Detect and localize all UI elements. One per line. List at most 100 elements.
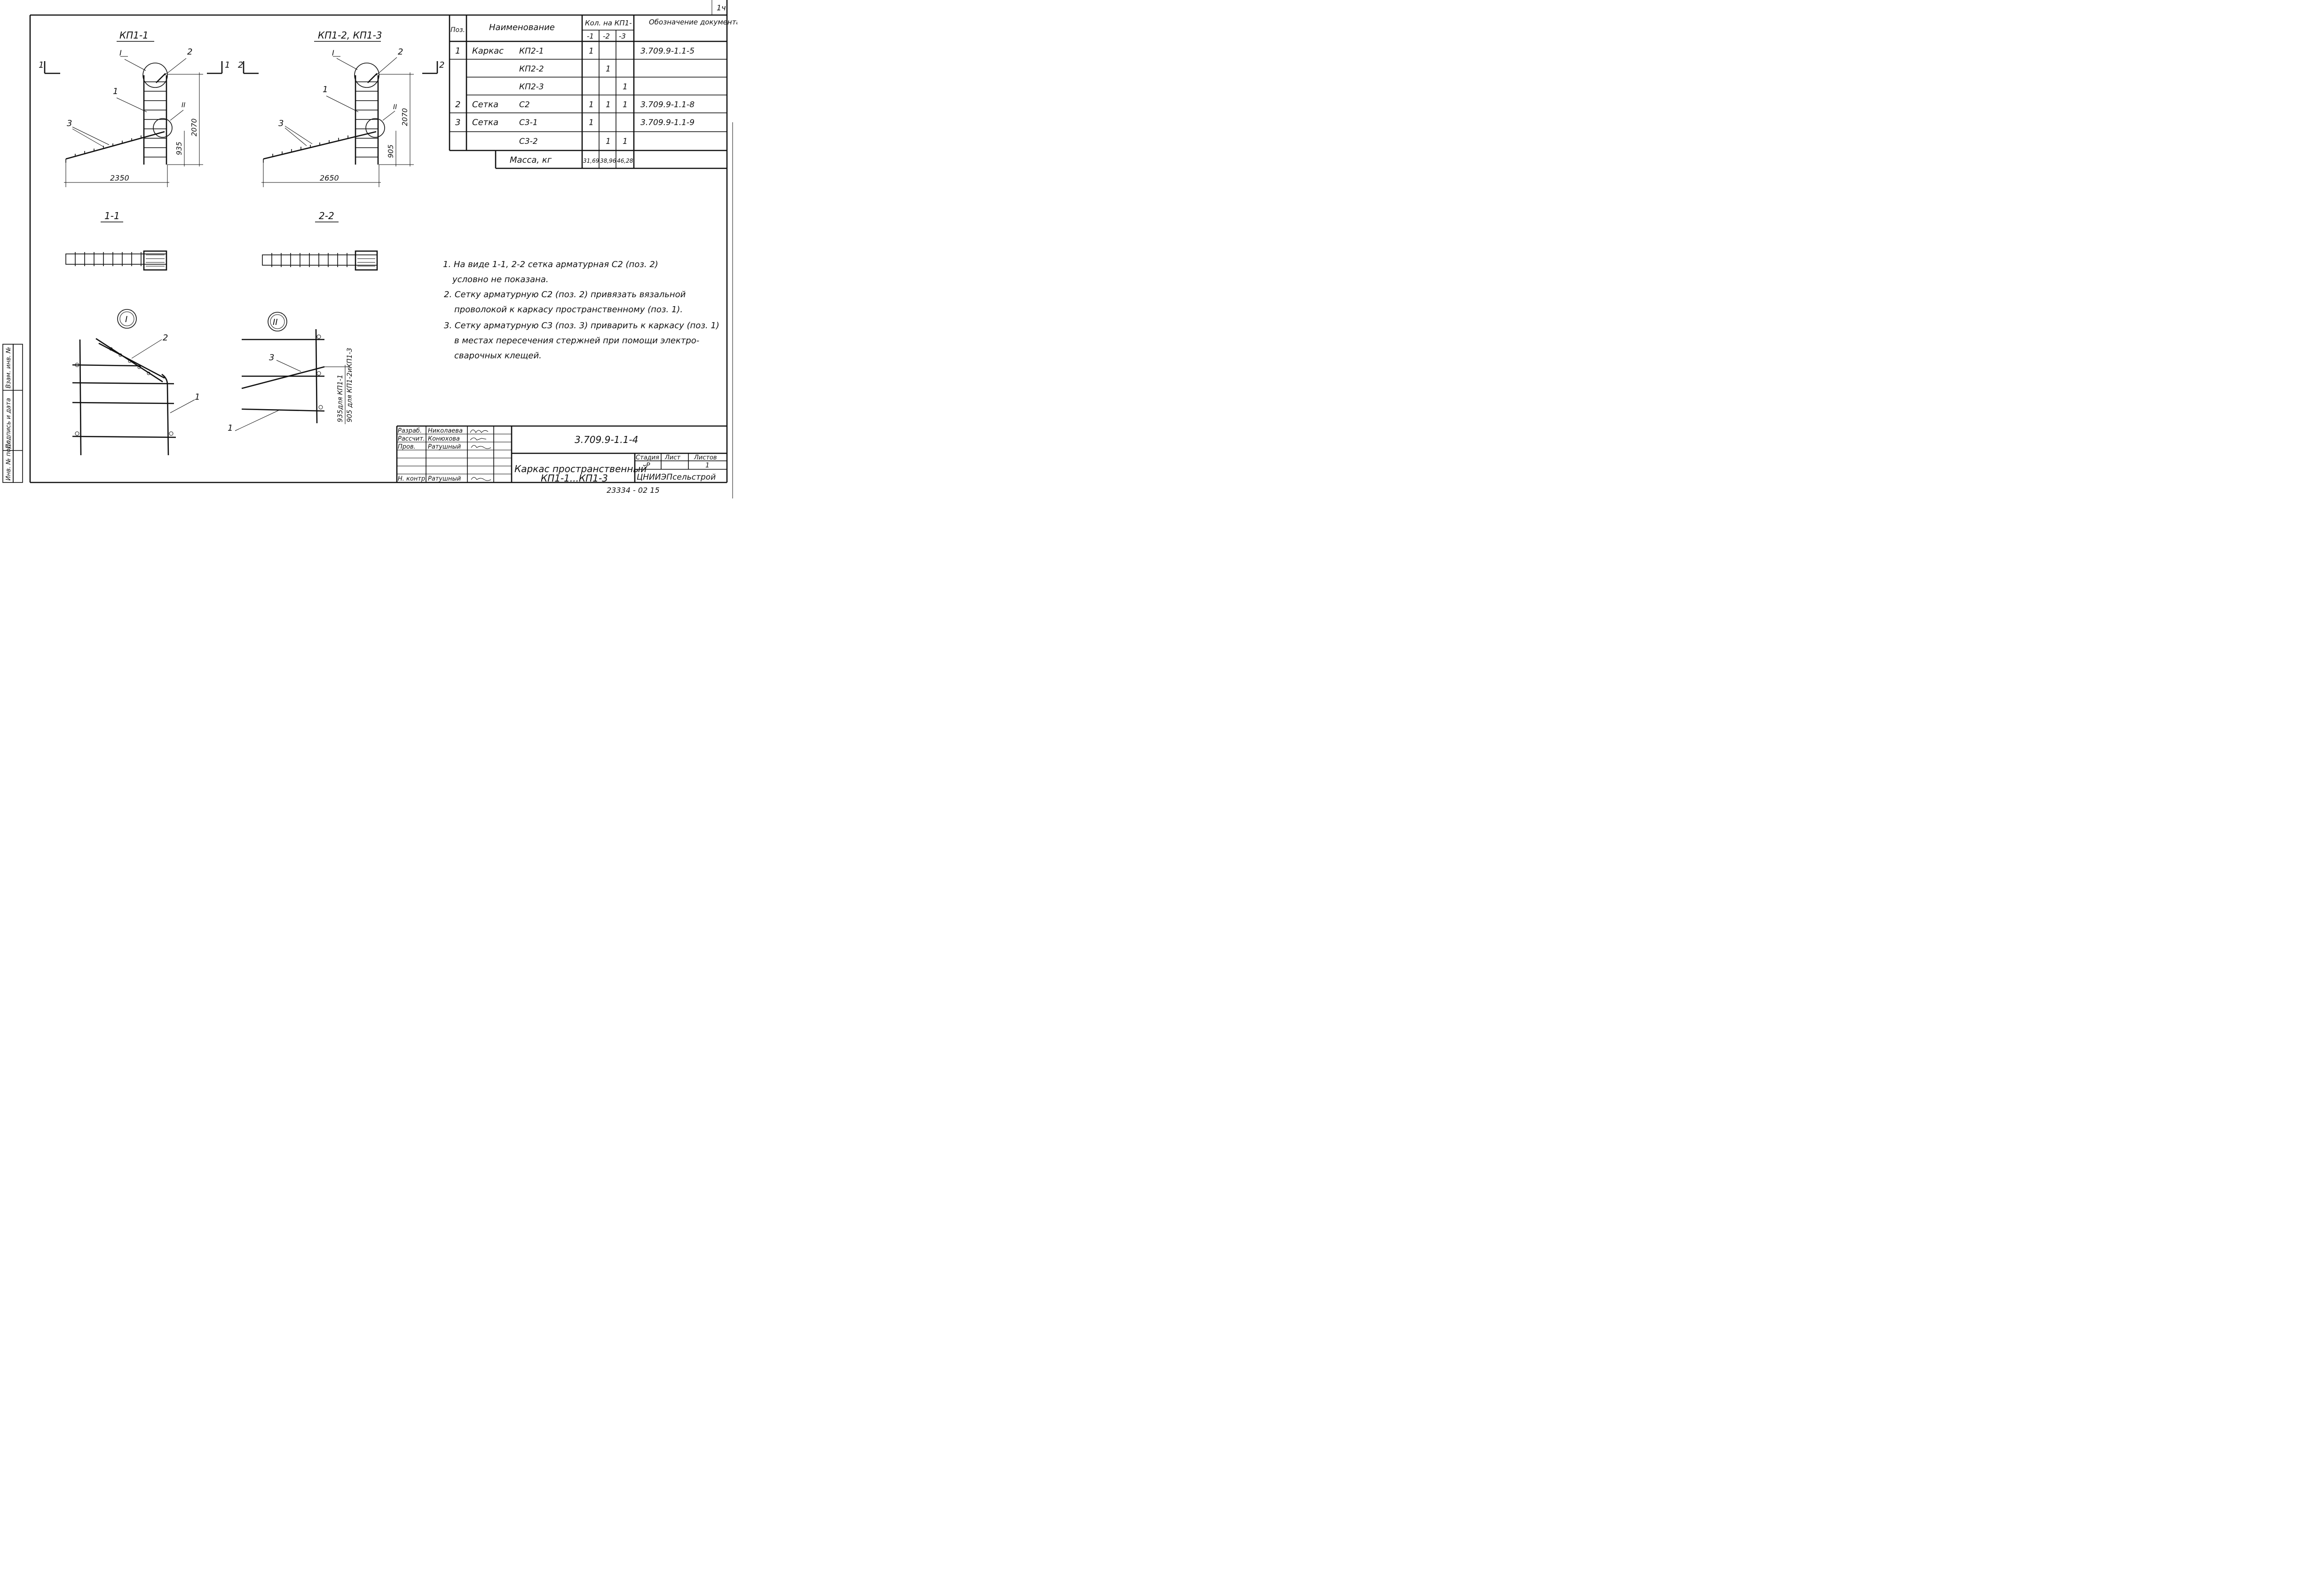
- spec-mass-q1: 31,69: [583, 158, 599, 164]
- spec-table: Поз. Наименование Кол. на КП1- -1 -2 -3 …: [449, 15, 737, 169]
- detail-ref-2-kp1-1: II: [182, 102, 185, 109]
- detail-1: I 2 1: [72, 309, 200, 456]
- detail-1-callout-1: 1: [195, 392, 200, 402]
- detail-2-note-b: 905 для КП1-2иКП1-3: [346, 348, 354, 422]
- detail-1-label: I: [125, 315, 127, 324]
- tb-title-line2: КП1-1...КП1-3: [541, 473, 608, 484]
- spec-row-pos: 3: [455, 118, 460, 127]
- spec-row-mark: С3-2: [519, 137, 538, 146]
- tb-role: Н. контр.: [398, 475, 427, 482]
- spec-header-qty: Кол. на КП1-: [585, 19, 632, 27]
- tb-sheets: 1: [705, 462, 710, 469]
- stamp-inv-no: Инв. № подл.: [5, 438, 12, 481]
- dim-length-kp1-1: 2350: [110, 174, 129, 182]
- section-title-1-1: 1-1: [104, 210, 120, 221]
- spec-row-q2: 1: [606, 100, 611, 110]
- tb-name: Ратушный: [428, 475, 461, 482]
- view-title-kp1-1: КП1-1: [119, 30, 149, 41]
- drawing-sheet: 1ч 23334 - 02 15 Инв. № подл. Подпись и …: [2, 0, 737, 498]
- title-block: Разраб. Николаева Рассчит. Конюхова Пров…: [396, 425, 727, 484]
- spec-mass-q3: 46,28: [617, 158, 633, 164]
- note-line: 3. Сетку арматурную С3 (поз. 3) приварит…: [444, 321, 719, 331]
- tb-sheet-label: Лист: [664, 454, 680, 461]
- note-line: сварочных клещей.: [454, 351, 542, 361]
- tb-organization: ЦНИИЭПсельстрой: [637, 473, 716, 482]
- spec-row-name: Сетка: [472, 100, 498, 110]
- spec-row-mark: С3-1: [519, 118, 538, 127]
- notes: 1. На виде 1-1, 2-2 сетка арматурная С2 …: [443, 260, 719, 361]
- spec-row-q2: 1: [606, 64, 611, 74]
- tb-title-line1: Каркас пространственный: [514, 463, 647, 474]
- spec-row-doc: 3.709.9-1.1-9: [640, 118, 695, 127]
- spec-header-q3: -3: [619, 32, 626, 40]
- callout-2-kp1-2: 2: [398, 47, 403, 57]
- sheet-frame: [29, 0, 733, 498]
- stamp-signature-date: Подпись и дата: [5, 398, 12, 449]
- tb-name: Конюхова: [428, 435, 460, 442]
- spec-row-mark: С2: [519, 100, 530, 110]
- spec-row-name: Сетка: [472, 118, 498, 127]
- spec-mass-q2: 38,96: [600, 158, 616, 164]
- dim-height-kp1-1: 2070: [190, 119, 198, 136]
- cut-mark-2-right: 2: [439, 60, 444, 70]
- tb-role: Рассчит.: [398, 435, 425, 442]
- note-line: 1. На виде 1-1, 2-2 сетка арматурная С2 …: [443, 260, 658, 269]
- spec-row-mark: КП2-2: [519, 64, 544, 74]
- tb-sheets-label: Листов: [694, 454, 717, 461]
- detail-2-label: II: [273, 317, 278, 327]
- detail-ref-2-kp1-2: II: [393, 103, 397, 111]
- tb-stage-label: Стадия: [636, 454, 659, 461]
- spec-header-q1: -1: [587, 32, 594, 40]
- dim-length-kp1-2: 2650: [320, 174, 339, 182]
- note-line: в местах пересечения стержней при помощи…: [454, 336, 699, 346]
- spec-row-pos: 2: [455, 100, 460, 110]
- callout-1-kp1-2: 1: [323, 85, 328, 95]
- signature-marks: [470, 429, 491, 481]
- spec-row-q3: 1: [623, 82, 628, 92]
- callout-1-kp1-1: 1: [113, 87, 118, 96]
- stamp-replacement-inv: Взам. инв. №: [5, 347, 12, 388]
- spec-row-doc: 3.709.9-1.1-5: [640, 47, 695, 56]
- side-stamp: Инв. № подл. Подпись и дата Взам. инв. №: [2, 344, 23, 483]
- detail-1-callout-2: 2: [163, 333, 168, 343]
- spec-row-q1: 1: [589, 118, 594, 127]
- detail-2: II 935для КП1-1 905 для КП1-2иКП1-3 3 1: [228, 312, 354, 433]
- detail-2-callout-1: 1: [228, 423, 233, 433]
- spec-row-q1: 1: [589, 47, 594, 56]
- spec-mass-label: Масса, кг: [510, 155, 552, 165]
- tb-name: Ратушный: [428, 443, 461, 450]
- dim-height-kp1-2: 2070: [401, 108, 409, 126]
- spec-row-q3: 1: [623, 100, 628, 110]
- tb-name: Николаева: [428, 427, 463, 435]
- section-1-1: 1-1: [65, 210, 167, 271]
- spec-row-q1: 1: [589, 100, 594, 110]
- note-line: проволокой к каркасу пространственному (…: [454, 305, 683, 315]
- dim-mid-kp1-1: 935: [175, 142, 183, 155]
- detail-ref-1-kp1-2: I: [332, 48, 334, 57]
- tb-role: Пров.: [398, 443, 416, 450]
- spec-row-mark: КП2-3: [519, 82, 544, 92]
- tb-doc-code: 3.709.9-1.1-4: [575, 434, 638, 445]
- spec-row-q3: 1: [623, 137, 628, 146]
- cut-mark-1-left: 1: [39, 60, 44, 70]
- spec-row-name: Каркас: [472, 46, 504, 56]
- detail-ref-1-kp1-1: I: [119, 48, 122, 57]
- spec-header-pos: Поз.: [450, 26, 465, 34]
- section-2-2: 2-2: [262, 210, 378, 271]
- spec-header-doc: Обозначение документа: [649, 18, 737, 26]
- detail-2-callout-3: 3: [269, 353, 274, 363]
- spec-row-doc: 3.709.9-1.1-8: [640, 100, 695, 110]
- bottom-archive-number: 23334 - 02 15: [607, 486, 660, 495]
- detail-2-note-a: 935для КП1-1: [337, 374, 344, 422]
- cut-mark-2-left: 2: [238, 60, 243, 70]
- callout-2-kp1-1: 2: [187, 47, 192, 57]
- tb-role: Разраб.: [398, 427, 422, 435]
- tb-stage: Р: [646, 462, 650, 469]
- section-title-2-2: 2-2: [319, 210, 334, 221]
- view-title-kp1-2: КП1-2, КП1-3: [318, 30, 382, 41]
- dim-mid-kp1-2: 905: [387, 144, 395, 158]
- note-line: 2. Сетку арматурную С2 (поз. 2) привязат…: [444, 290, 686, 300]
- spec-row-q2: 1: [606, 137, 611, 146]
- spec-header-name: Наименование: [489, 23, 555, 32]
- view-kp1-2-3: КП1-2, КП1-3 2 2: [238, 30, 444, 187]
